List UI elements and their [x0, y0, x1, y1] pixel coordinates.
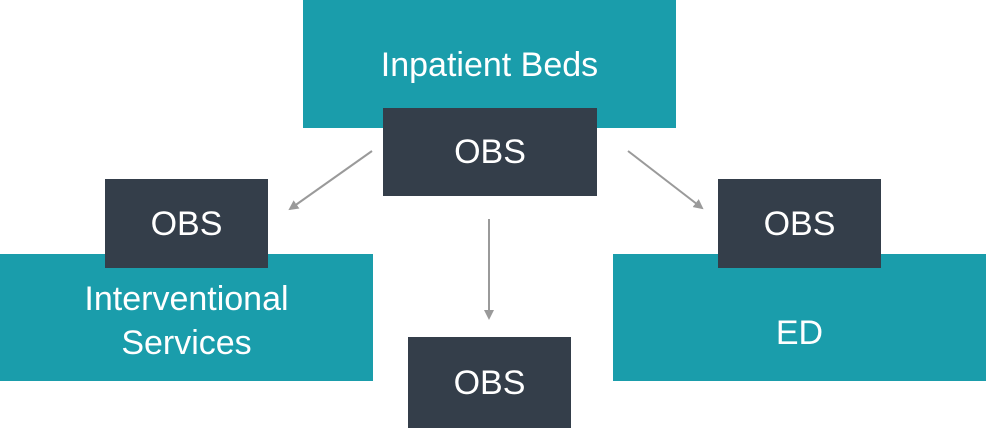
obs-box-bottom: OBS [408, 337, 571, 428]
interventional-label-line1: Interventional [84, 280, 289, 318]
ed-label: ED [775, 313, 824, 352]
obs-label-bottom: OBS [453, 363, 526, 402]
obs-tag-right: OBS [718, 179, 881, 268]
interventional-label-line2: Services [121, 324, 252, 362]
ed-box: ED [613, 254, 986, 381]
inpatient-beds-label: Inpatient Beds [380, 46, 599, 84]
obs-label-top: OBS [454, 133, 526, 171]
obs-label-left: OBS [150, 204, 223, 243]
obs-tag-left: OBS [105, 179, 268, 268]
obs-label-right: OBS [763, 204, 836, 243]
interventional-services-box: Interventional Services [0, 254, 373, 381]
obs-tag-top: OBS [383, 108, 597, 196]
inpatient-beds-box: Inpatient Beds [303, 0, 676, 128]
arrow-to-interventional [288, 150, 373, 211]
arrow-to-ed [627, 150, 704, 210]
